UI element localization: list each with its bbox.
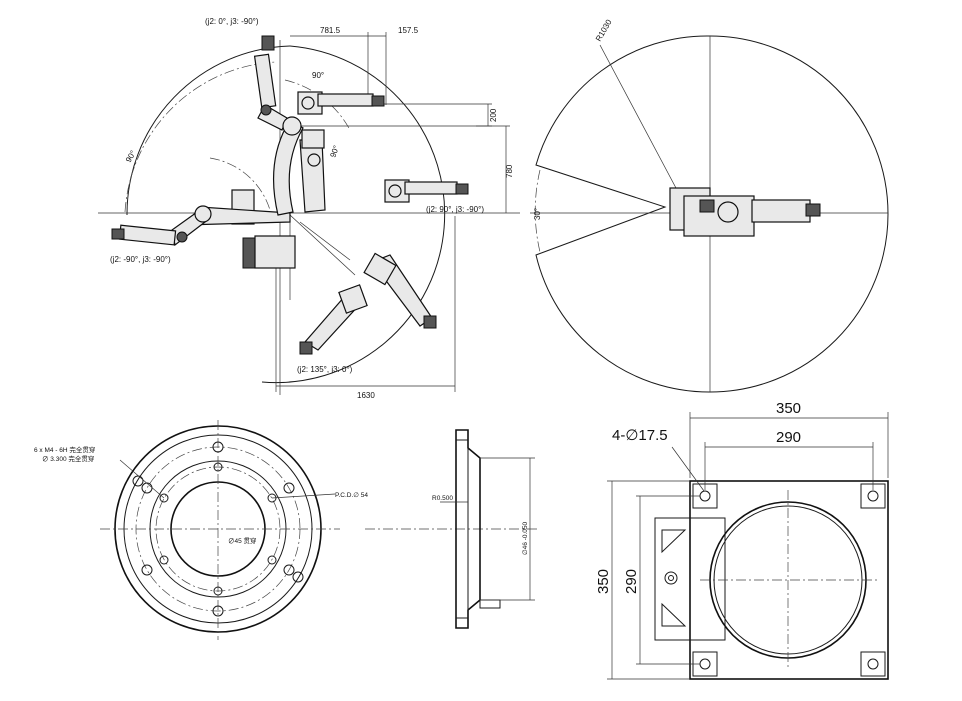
top-arm-pivot xyxy=(717,201,739,223)
label-pose-top: (j2: 0°, j3: -90°) xyxy=(205,17,259,26)
label-r: R0.500 xyxy=(432,495,453,502)
base-plate-outline xyxy=(689,480,889,680)
reach-line-lower xyxy=(289,214,356,276)
tab-hole xyxy=(664,571,678,585)
inner-rotation-arc xyxy=(209,157,271,211)
arm-pose-lower xyxy=(299,252,437,355)
radius-leader xyxy=(599,44,686,206)
top-arm-forearm xyxy=(751,199,811,223)
flange-section-view: R0.500 ∅46 -0.050 xyxy=(365,429,540,629)
tab-hole-inner xyxy=(668,575,674,581)
arm-pose-upper xyxy=(297,91,385,115)
label-height-350: 350 xyxy=(595,569,612,594)
arm-pose-left xyxy=(111,205,291,247)
label-pose-bottom: (j2: 135°, j3: 0°) xyxy=(297,365,353,374)
reach-line-diagonal xyxy=(299,221,351,261)
label-holes: 4-∅17.5 xyxy=(612,427,668,444)
top-view-workspace: R1030 30° xyxy=(530,18,889,393)
leader-holes xyxy=(119,459,165,499)
top-arm-tool xyxy=(805,203,821,217)
base-plate-tab xyxy=(654,517,726,641)
arm-pose-right xyxy=(384,179,469,203)
label-pcd: P.C.D.∅ 54 xyxy=(335,492,368,499)
workspace-arc-left xyxy=(126,45,291,216)
base-plate-view: 350 290 4-∅17.5 350 290 xyxy=(595,400,889,680)
label-dim-157: 157.5 xyxy=(398,26,419,35)
flange-face-view: 6 x M4 - 6H 完全贯穿 ∅ 3.300 完全贯穿 P.C.D.∅ 54… xyxy=(34,420,368,640)
label-radius: R1030 xyxy=(594,18,614,43)
label-angle-a: 90° xyxy=(312,71,324,80)
side-view-workspace: (j2: 0°, j3: -90°) (j2: -90°, j3: -90°) … xyxy=(98,17,520,400)
label-bore: ∅45 贯穿 xyxy=(228,536,257,545)
label-holes-1: 6 x M4 - 6H 完全贯穿 xyxy=(34,445,95,454)
robot-base xyxy=(254,235,296,269)
label-dia: ∅46 -0.050 xyxy=(522,521,529,555)
tab-triangle-bottom xyxy=(661,602,687,627)
label-angle-b: 90° xyxy=(328,144,341,158)
leader-corner-hole xyxy=(671,446,705,492)
workspace-arc-right xyxy=(261,45,446,384)
label-holes-2: ∅ 3.300 完全贯穿 xyxy=(42,454,94,463)
label-dim-781: 781.5 xyxy=(320,26,341,35)
top-view-envelope xyxy=(535,35,889,393)
section-lip xyxy=(479,599,501,609)
label-dim-1630: 1630 xyxy=(357,391,375,400)
angle-arc-30 xyxy=(534,169,541,253)
label-angle-30: 30° xyxy=(533,208,542,220)
leader-pcd xyxy=(271,493,336,499)
label-pose-right: (j2: 90°, j3: -90°) xyxy=(426,205,484,214)
arm-pose-up xyxy=(253,35,304,216)
label-height-290: 290 xyxy=(623,569,640,594)
rotation-arc-dashed xyxy=(124,61,276,213)
label-width-290: 290 xyxy=(776,429,801,446)
label-pose-left: (j2: -90°, j3: -90°) xyxy=(110,255,171,264)
top-arm-joint xyxy=(699,199,715,213)
label-dim-780: 780 xyxy=(505,164,514,178)
label-width-350: 350 xyxy=(776,400,801,417)
label-dim-200: 200 xyxy=(489,108,498,122)
arm-pose-mid xyxy=(299,129,326,213)
tab-triangle-top xyxy=(661,529,687,554)
